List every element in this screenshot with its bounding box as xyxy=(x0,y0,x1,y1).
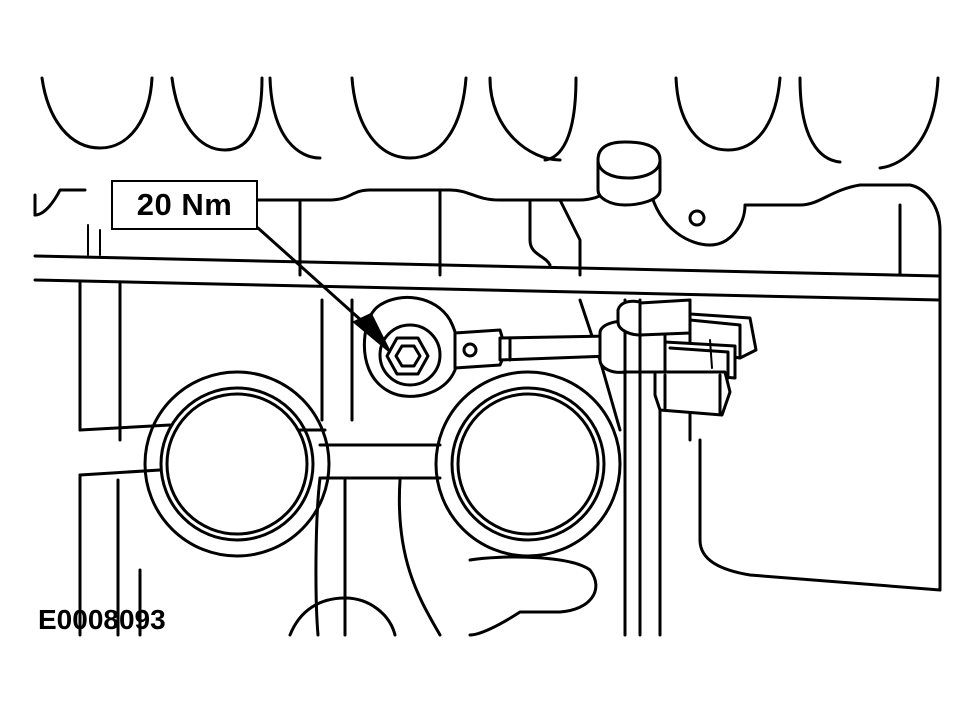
torque-leader-arrow xyxy=(256,226,391,353)
torque-spec-label: 20 Nm xyxy=(111,180,258,230)
horizontal-rails xyxy=(33,254,942,302)
figure-reference-id: E0008093 xyxy=(38,604,166,635)
left-bore xyxy=(143,370,331,558)
right-bore xyxy=(434,370,622,558)
sensor-connector xyxy=(598,298,758,417)
cylinder-bore-arches xyxy=(33,76,940,217)
sensor-bolt xyxy=(385,336,430,376)
upper-deck xyxy=(87,140,942,302)
lower-casting xyxy=(78,280,942,637)
